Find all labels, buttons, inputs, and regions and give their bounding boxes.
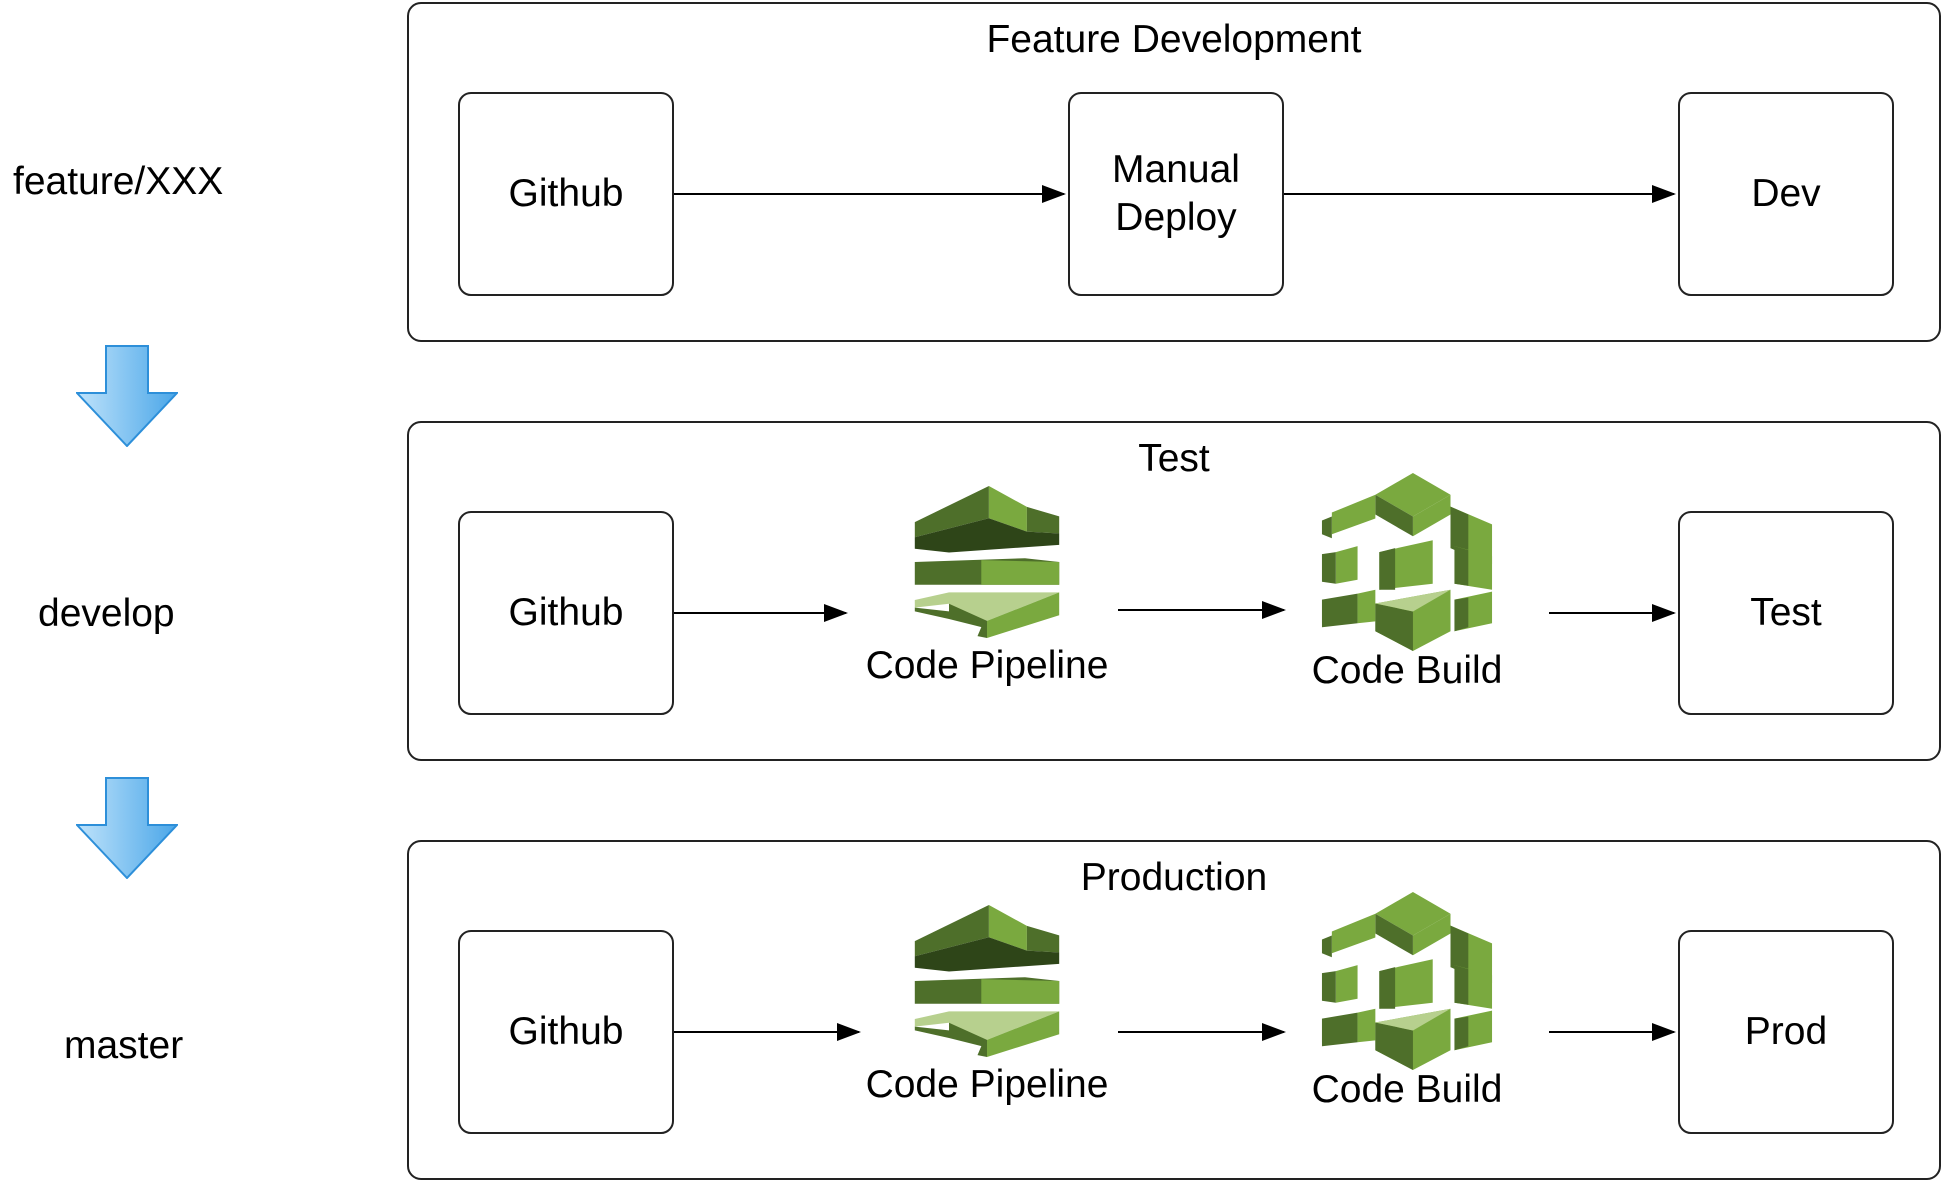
flow-connector [1549, 604, 1676, 622]
code-build-service: Code Build [1277, 473, 1537, 690]
github-node: Github [458, 92, 674, 296]
node-label: Manual Deploy [1112, 148, 1240, 239]
aws-codebuild-icon [1318, 892, 1496, 1070]
aws-codebuild-icon [1318, 473, 1496, 651]
node-label: Github [508, 1010, 624, 1054]
prod-env-node: Prod [1678, 930, 1894, 1134]
manual-deploy-node: Manual Deploy [1068, 92, 1284, 296]
flow-connector [1118, 601, 1286, 619]
code-pipeline-service: Code Pipeline [857, 905, 1117, 1104]
stage-title: Production [1080, 856, 1268, 899]
service-label: Code Build [1311, 649, 1503, 692]
blue-down-arrow-icon [76, 345, 178, 447]
stage-test: Test Github Code Pipeline Code Build Tes… [407, 421, 1941, 761]
flow-connector [674, 185, 1066, 203]
service-label: Code Pipeline [865, 1063, 1109, 1106]
aws-codepipeline-icon [911, 486, 1063, 638]
node-label: Prod [1744, 1010, 1828, 1054]
branch-label-master: master [64, 1024, 184, 1067]
test-env-node: Test [1678, 511, 1894, 715]
flow-connector [1549, 1023, 1676, 1041]
stage-title: Test [1138, 437, 1210, 480]
branch-label-develop: develop [38, 592, 175, 635]
blue-down-arrow-icon [76, 777, 178, 879]
code-build-service: Code Build [1277, 892, 1537, 1109]
service-label: Code Pipeline [865, 644, 1109, 687]
stage-title: Feature Development [986, 18, 1362, 61]
stage-feature-development: Feature Development Github Manual Deploy… [407, 2, 1941, 342]
node-label: Test [1750, 591, 1822, 635]
node-label: Dev [1751, 172, 1821, 216]
github-node: Github [458, 930, 674, 1134]
branch-label-feature: feature/XXX [13, 160, 224, 203]
github-node: Github [458, 511, 674, 715]
flow-connector [1284, 185, 1676, 203]
service-label: Code Build [1311, 1068, 1503, 1111]
code-pipeline-service: Code Pipeline [857, 486, 1117, 685]
flow-connector [674, 604, 848, 622]
stage-production: Production Github Code Pipeline Code Bui… [407, 840, 1941, 1180]
aws-codepipeline-icon [911, 905, 1063, 1057]
flow-connector [674, 1023, 861, 1041]
flow-connector [1118, 1023, 1286, 1041]
dev-env-node: Dev [1678, 92, 1894, 296]
node-label: Github [508, 591, 624, 635]
node-label: Github [508, 172, 624, 216]
